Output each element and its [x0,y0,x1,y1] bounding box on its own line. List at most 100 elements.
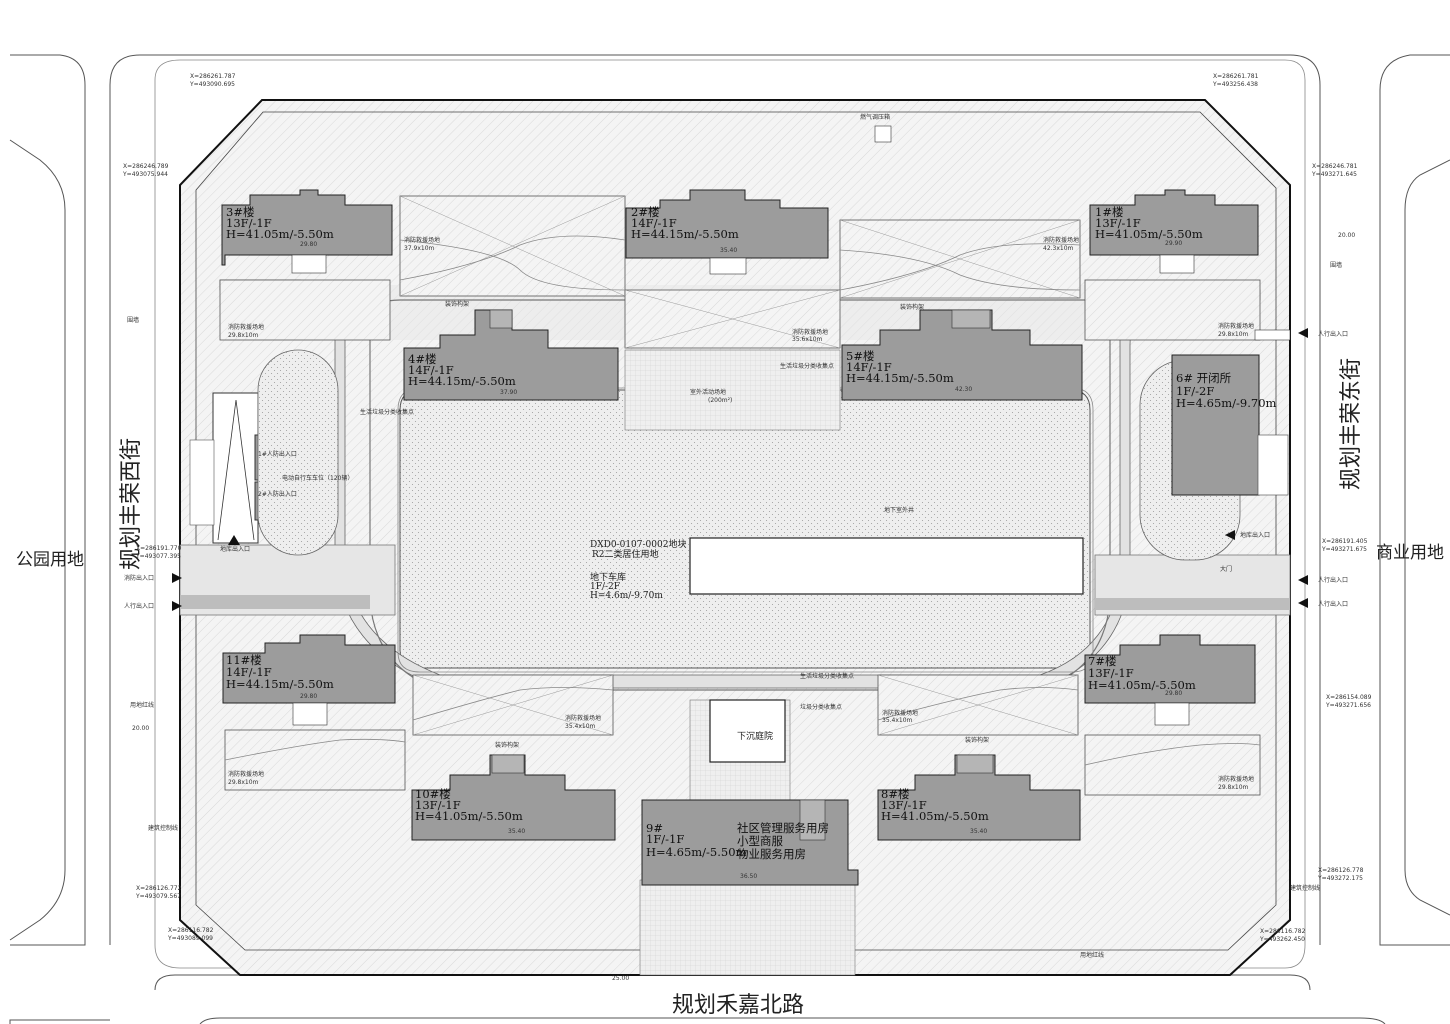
b9-width: 36.50 [740,873,757,880]
fire-size-i: 29.8x10m [1218,331,1249,338]
b9-use-2: 小型商服 [737,834,783,848]
fire-c: 消防救援场地 [1043,236,1079,244]
b6-floors: 1F/-2F [1176,384,1214,398]
entry-arrows [172,328,1308,611]
b3-width: 29.80 [300,241,317,248]
b5-width: 42.30 [955,386,972,393]
coord-w3a: X=286126.772 [136,885,182,892]
coord-se-1: X=286116.782 [1260,928,1306,935]
building-4: 4#楼 14F/-1F H=44.15m/-5.50m 37.90 [403,309,619,401]
coord-w3b: Y=493079.567 [135,893,181,900]
road-south: 规划禾嘉北路 [672,993,804,1018]
building-2: 2#楼 14F/-1F H=44.15m/-5.50m 35.40 [625,189,829,275]
b4-floors: 14F/-1F [408,363,454,377]
b3-height: H=41.05m/-5.50m [226,227,334,241]
dim-e: 20.00 [1338,232,1355,239]
b10-width: 35.40 [508,828,525,835]
b5-name: 5#楼 [846,349,875,363]
building-5: 5#楼 14F/-1F H=44.15m/-5.50m 42.30 [841,309,1083,401]
west-fire-arrow [172,573,182,583]
building-9: 9# 1F/-1F H=4.65m/-5.50m 社区管理服务用房 小型商服 物… [641,799,859,886]
dim-s: 25.00 [612,975,629,982]
gate-label: 大门 [1220,565,1232,573]
activity-area [624,349,841,431]
ped-in-e3: 人行出入口 [1318,600,1348,608]
gas-label: 燃气调压箱 [860,113,890,121]
fire-g: 消防救援场地 [228,770,264,778]
frame-c: 装饰构架 [495,741,519,749]
redline-a: 用地红线 [130,701,154,709]
inner-boundary [195,111,1277,951]
garage-ramp: 地库出入口 [1240,531,1270,539]
fire-b: 消防救援场地 [792,328,828,336]
b3-name: 3#楼 [226,205,255,219]
coord-w2a: X=286191.770 [136,545,182,552]
fire-zone-crosses [399,195,1081,736]
fire-size-d: 29.8x10m [228,332,259,339]
building-8: 8#楼 13F/-1F H=41.05m/-5.50m 35.40 [877,754,1081,841]
sunken-courtyard [709,699,786,763]
fire-size-h: 29.8x10m [1218,784,1249,791]
coord-ne-1: X=286261.781 [1213,73,1259,80]
fire-e: 消防救援场地 [565,714,601,722]
coord-e3a: X=286154.089 [1326,694,1372,701]
east-ped-arrow-1 [1298,328,1308,338]
garage-floors: 1F/-2F [590,582,620,592]
landuse-label: R2二类居住用地 [592,548,659,560]
coord-sw-2: Y=493089.099 [167,935,213,942]
garbage-b: 生活垃圾分类收集点 [780,362,834,370]
b10-floors: 13F/-1F [415,798,461,812]
fire-size-a: 37.9x10m [404,245,435,252]
fire-size-c: 42.3x10m [1043,245,1074,252]
parcel-label: DXD0-0107-0002地块 [590,538,686,550]
fire-size-e: 35.4x10m [565,723,596,730]
south-walk [639,879,856,976]
ped-in-w: 人行出入口 [124,602,154,610]
coord-e3b: Y=493271.656 [1325,702,1371,709]
coord-e1b: Y=493271.645 [1311,171,1357,178]
b1-floors: 13F/-1F [1095,216,1141,230]
b9-floors: 1F/-1F [646,832,684,846]
fire-size-g: 29.8x10m [228,779,259,786]
coord-nw-1: X=286261.787 [190,73,236,80]
b4-width: 37.90 [500,389,517,396]
coord-w1a: X=286246.789 [123,163,169,170]
b7-width: 29.80 [1165,690,1182,697]
coord-ne-2: Y=493256.438 [1212,81,1258,88]
coord-e4a: X=286126.778 [1318,867,1364,874]
dim-w: 20.00 [132,725,149,732]
b1-width: 29.90 [1165,240,1182,247]
b5-height: H=44.15m/-5.50m [846,371,954,385]
west-green [257,349,339,556]
adjacent-west: 公园用地 [16,550,84,570]
garage-name: 地下车库 [590,571,626,583]
road-west: 规划丰荣西街 [119,438,144,570]
b8-floors: 13F/-1F [881,798,927,812]
setback: 建筑控制线 [148,824,178,832]
frame-d: 装饰构架 [965,736,989,744]
b9-use-3: 物业服务用房 [737,847,806,861]
bike-label: 电动自行车车位（120辆） [282,474,353,482]
coord-w2b: Y=493077.395 [135,553,181,560]
b9-use-1: 社区管理服务用房 [737,821,829,835]
garage-box [689,537,1084,595]
west-bike-box [189,439,215,526]
building-3: 3#楼 13F/-1F H=41.05m/-5.50m 29.80 [221,189,393,274]
b1-name: 1#楼 [1095,205,1124,219]
road-east: 规划丰荣东街 [1339,358,1364,490]
ped-in-e1: 人行出入口 [1318,330,1348,338]
coord-e1a: X=286246.781 [1312,163,1358,170]
b9-name: 9# [646,821,663,835]
shaft-label: 地下室外井 [884,506,914,514]
building-10: 10#楼 13F/-1F H=41.05m/-5.50m 35.40 [411,754,616,841]
b2-height: H=44.15m/-5.50m [631,227,739,241]
activity-area-label: (200m²) [708,397,732,404]
curves [224,235,1261,766]
wall-label-b: 围墙 [1330,261,1342,269]
east-ped-arrow-2 [1298,575,1308,585]
garbage-c: 生活垃圾分类收集点 [800,672,854,680]
adjacent-east: 商业用地 [1376,543,1444,563]
road-lines [9,54,1450,1024]
gate1-label: 1#人防出入口 [258,450,297,458]
